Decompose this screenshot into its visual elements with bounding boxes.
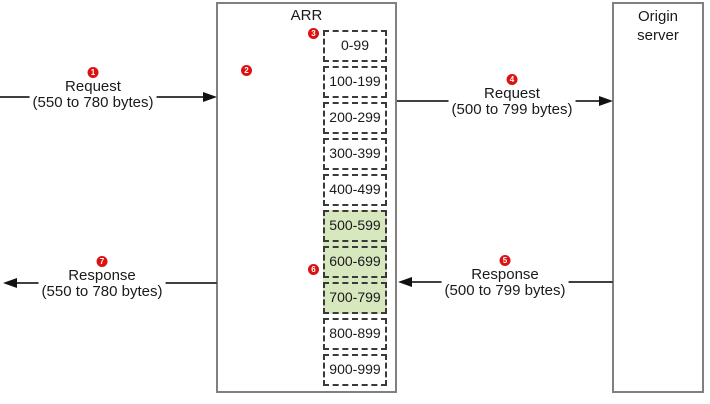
segment-500-599: 500-599 [323,210,387,242]
step-5-marker: 5 [499,255,511,266]
response-out-arrowhead-icon [3,278,17,288]
step-4-marker: 4 [506,74,518,85]
segment-100-199: 100-199 [323,66,387,98]
response-in-bytes: (500 to 799 bytes) [444,282,566,299]
request-in-label: 1 Request (550 to 780 bytes) [29,63,157,111]
step-3-marker: 3 [308,28,319,39]
segment-600-699: 600-699 [323,246,387,278]
request-out-arrowhead-icon [599,96,613,106]
origin-server-title: Origin server [637,8,679,44]
request-out-title: Request [484,85,540,102]
step-6-marker: 6 [308,264,319,275]
segment-800-899: 800-899 [323,318,387,350]
request-in-arrowhead-icon [203,92,217,102]
response-in-title: Response [471,266,539,283]
step-1-marker: 1 [87,67,99,78]
request-in-title: Request [65,78,121,95]
response-in-label: 5 Response (500 to 799 bytes) [441,251,569,299]
segment-400-499: 400-499 [323,174,387,206]
origin-server-box: Origin server [612,2,704,393]
response-out-bytes: (550 to 780 bytes) [41,283,163,300]
response-in-arrowhead-icon [398,277,412,287]
segment-300-399: 300-399 [323,138,387,170]
response-out-label: 7 Response (550 to 780 bytes) [38,252,166,300]
segment-200-299: 200-299 [323,102,387,134]
request-in-bytes: (550 to 780 bytes) [32,94,154,111]
request-out-bytes: (500 to 799 bytes) [451,101,573,118]
segment-700-799: 700-799 [323,282,387,314]
segment-0-99: 0-99 [323,30,387,62]
step-7-marker: 7 [96,256,108,267]
response-out-title: Response [68,267,136,284]
segment-900-999: 900-999 [323,354,387,386]
matched-range-highlight [323,210,387,314]
request-out-label: 4 Request (500 to 799 bytes) [448,70,576,118]
step-2-marker: 2 [241,65,252,76]
arr-title: ARR [290,7,323,24]
